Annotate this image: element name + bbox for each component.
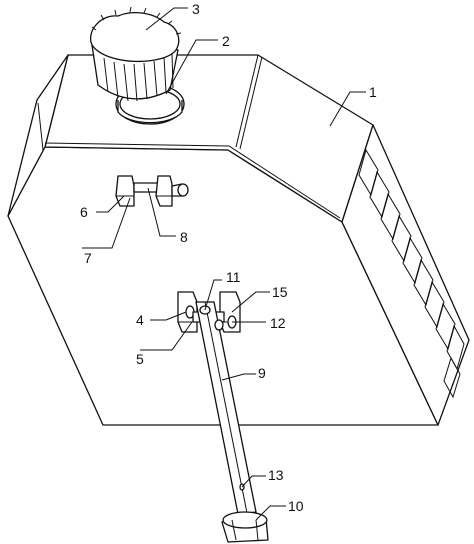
cap-assembly [90,6,185,125]
vent-grille [358,148,465,399]
label-10: 10 [288,498,304,514]
label-6: 6 [80,204,88,220]
tank-body [7,54,470,426]
foot [221,511,269,543]
label-2: 2 [222,33,230,49]
reference-numerals: 3 2 1 6 7 8 4 5 11 15 12 9 13 10 [80,1,377,514]
label-5: 5 [136,351,144,367]
label-8: 8 [180,229,188,245]
label-3: 3 [192,1,200,17]
label-4: 4 [136,312,144,328]
label-1: 1 [369,84,377,100]
label-15: 15 [272,284,288,300]
cap-top [90,11,180,63]
handle-rod [195,301,257,515]
label-7: 7 [84,250,92,266]
leader-lines [82,7,366,521]
label-9: 9 [258,365,266,381]
label-11: 11 [226,269,241,285]
label-13: 13 [268,467,284,483]
label-12: 12 [270,315,286,331]
